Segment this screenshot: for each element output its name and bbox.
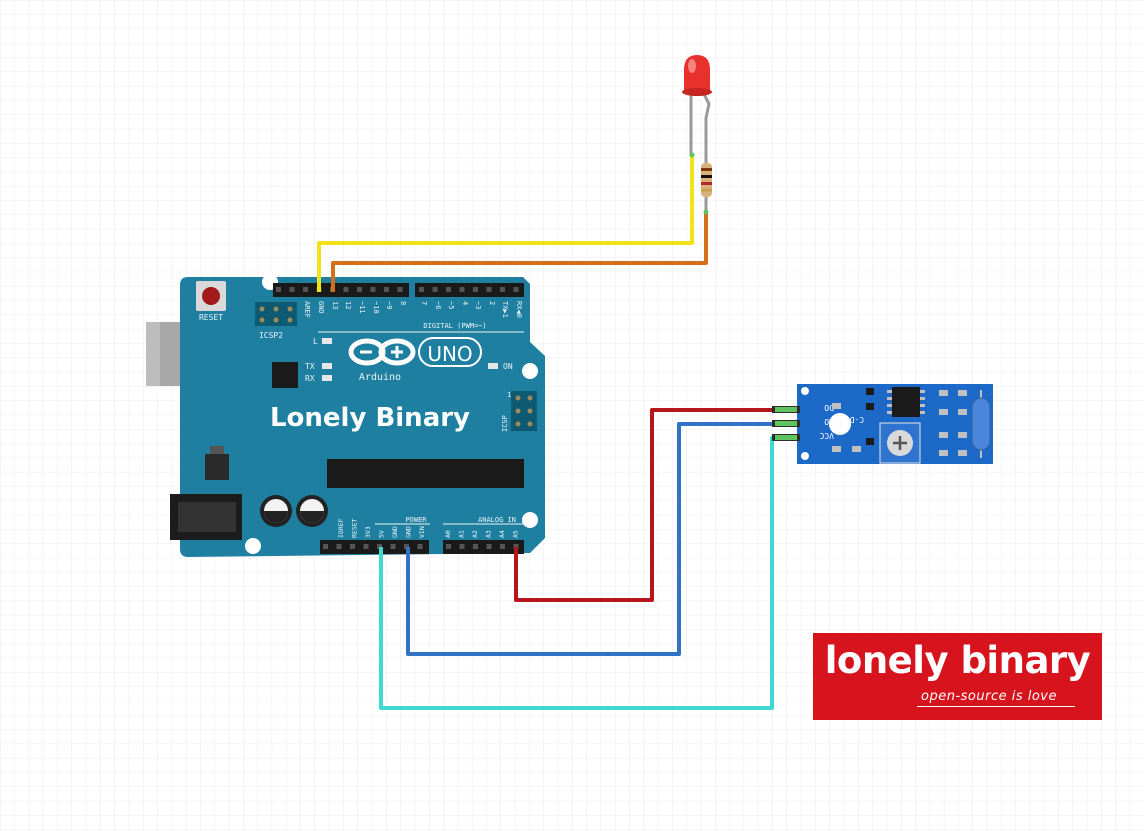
power-label: POWER (405, 516, 427, 524)
ic-label: C-DJ (845, 415, 864, 424)
icsp2-header (255, 302, 297, 326)
analog-pin-label: A3 (485, 530, 493, 538)
l-label: L (313, 337, 318, 346)
digital-pin-label: RX◀0 (515, 301, 523, 318)
digital-pin-label: ~10 (372, 301, 380, 314)
analog-pin-label: A0 (444, 530, 452, 538)
microcontroller (327, 459, 524, 488)
tx-led (322, 363, 332, 369)
analog-pin-label: A4 (498, 530, 506, 538)
comparator-ic (892, 387, 920, 417)
tx-label: TX (305, 362, 315, 371)
reset-label: RESET (199, 313, 223, 322)
logo-name: lonely binary (824, 639, 1091, 682)
uno-label: UNO (427, 342, 472, 366)
icsp-label: ICSP (501, 415, 509, 432)
analog-label: ANALOG IN (478, 516, 516, 524)
digital-pin-label: 2 (488, 301, 496, 305)
digital-pin-label: AREF (303, 301, 311, 318)
on-led (488, 363, 498, 369)
capacitor (296, 495, 328, 527)
digital-pin-label: ~3 (474, 301, 482, 309)
digital-pin-label: GND (317, 301, 325, 314)
arduino-logo (348, 337, 482, 367)
voltage-regulator (205, 454, 229, 480)
digital-pin-label: 7 (420, 301, 428, 305)
digital-label: DIGITAL (PWM=~) (423, 322, 486, 330)
logo-underline (917, 706, 1075, 707)
rx-label: RX (305, 374, 315, 383)
tilt-sensor-module[interactable]: DO AO VCC C-DJ (772, 384, 993, 464)
digital-pin-label: 4 (461, 301, 469, 305)
power-pin-label: GND (405, 526, 413, 538)
digital-pin-label: 8 (399, 301, 407, 305)
l-led (322, 338, 332, 344)
analog-header (443, 540, 524, 554)
digital-pin-label: ~5 (447, 301, 455, 309)
sensor-mount-hole (829, 413, 851, 435)
board-brand: Lonely Binary (270, 403, 470, 433)
digital-header-left (273, 283, 409, 297)
capacitor (260, 495, 292, 527)
mounting-hole (522, 512, 538, 528)
digital-pin-label: ~9 (385, 301, 393, 309)
wire-led-gnd[interactable] (317, 155, 694, 292)
analog-pin-label: A1 (458, 530, 466, 538)
sensor-pin-label: DO (824, 403, 834, 412)
icsp-pin1-label: 1 (507, 391, 511, 399)
power-pin-label: GND (391, 526, 399, 538)
digital-pin-label: TX▶1 (501, 301, 509, 318)
arduino-label: Arduino (359, 372, 401, 383)
usb-chip (272, 362, 298, 388)
wire-sensor-do-a5[interactable] (514, 408, 773, 602)
sensor-pin-label: VCC (819, 431, 834, 440)
mounting-hole (522, 363, 538, 379)
digital-pin-label: ~11 (358, 301, 366, 314)
power-pin-label: 5V (378, 530, 386, 538)
digital-pin-label: 13 (331, 301, 339, 309)
digital-header-right (415, 283, 524, 297)
analog-pin-label: A2 (471, 530, 479, 538)
power-pin-label: 3V3 (364, 526, 372, 538)
power-pin-label: RESET (351, 518, 359, 538)
analog-pin-label: A5 (512, 530, 520, 538)
digital-pin-label: 12 (344, 301, 352, 309)
tilt-switch (971, 390, 991, 458)
on-label: ON (503, 362, 513, 371)
mounting-hole (245, 538, 261, 554)
rx-led (322, 375, 332, 381)
wire-sensor-gnd[interactable] (406, 422, 773, 656)
logo-tagline: open-source is love (921, 689, 1057, 704)
power-pin-label: IOREF (337, 518, 345, 538)
wire-led-pin13[interactable] (331, 212, 708, 292)
lonely-binary-logo: lonely binary open-source is love (813, 633, 1102, 720)
icsp2-label: ICSP2 (259, 331, 283, 340)
sensor-pin-label: AO (824, 417, 834, 426)
digital-pin-label: ~6 (434, 301, 442, 309)
icsp-header (511, 391, 537, 431)
power-pin-label: VIN (418, 526, 426, 538)
power-header (320, 540, 429, 554)
red-led[interactable] (682, 55, 712, 165)
